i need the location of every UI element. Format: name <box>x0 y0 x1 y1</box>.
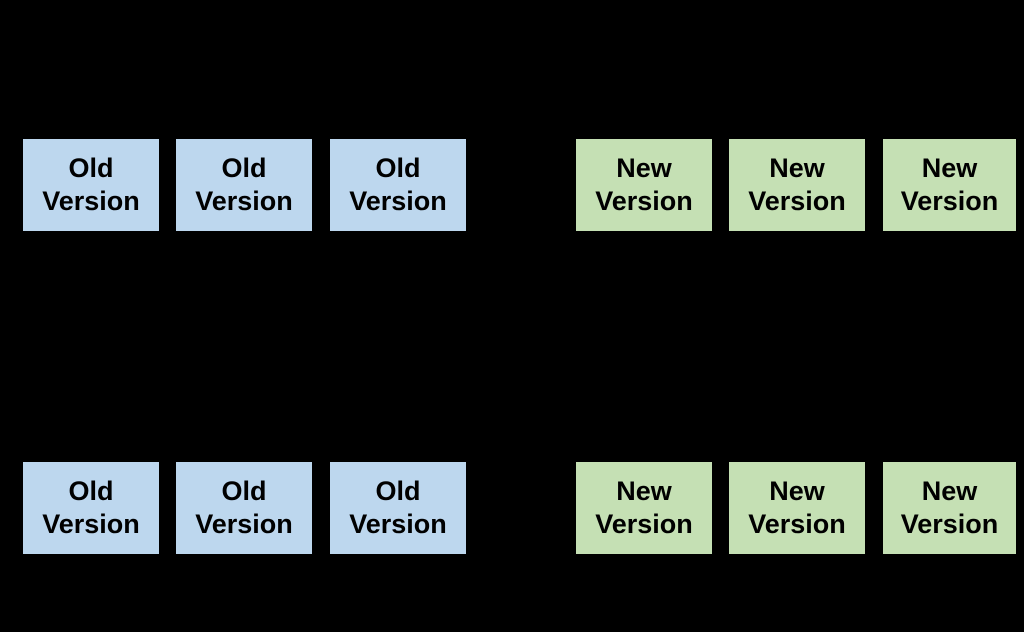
new-version-box: New Version <box>881 460 1018 556</box>
box-label-line: New <box>616 153 672 183</box>
box-label-line: Old <box>68 476 114 506</box>
old-version-box: Old Version <box>328 460 468 556</box>
box-label-line: Version <box>195 186 293 216</box>
old-version-box: Old Version <box>174 460 314 556</box>
box-label-line: New <box>616 476 672 506</box>
box-label-line: Old <box>375 476 421 506</box>
box-label-line: Version <box>748 186 846 216</box>
box-label-line: Version <box>349 509 447 539</box>
box-label-line: New <box>769 153 825 183</box>
box-label-line: Version <box>595 509 693 539</box>
box-label-line: Version <box>195 509 293 539</box>
box-label-line: Version <box>900 186 999 216</box>
box-label-line: Old <box>375 153 421 183</box>
new-version-box: New Version <box>727 137 867 233</box>
box-label-line: Old <box>221 476 267 506</box>
box-label-line: New <box>921 476 978 506</box>
old-version-box: Old Version <box>21 460 161 556</box>
box-label-line: Version <box>595 186 693 216</box>
box-label-line: Version <box>748 509 846 539</box>
old-version-box: Old Version <box>174 137 314 233</box>
box-label-line: Version <box>349 186 447 216</box>
new-version-box: New Version <box>574 460 714 556</box>
box-label-line: Old <box>68 153 114 183</box>
box-label-line: New <box>921 153 978 183</box>
box-label-line: Version <box>900 509 999 539</box>
old-version-box: Old Version <box>21 137 161 233</box>
box-label-line: Old <box>221 153 267 183</box>
new-version-box: New Version <box>881 137 1018 233</box>
new-version-box: New Version <box>574 137 714 233</box>
box-label-line: New <box>769 476 825 506</box>
old-version-box: Old Version <box>328 137 468 233</box>
box-label-line: Version <box>42 186 140 216</box>
box-label-line: Version <box>42 509 140 539</box>
new-version-box: New Version <box>727 460 867 556</box>
